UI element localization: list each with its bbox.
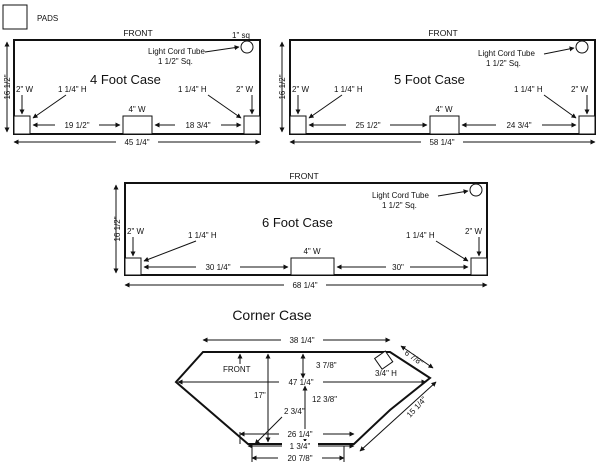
front-label: FRONT bbox=[428, 28, 457, 38]
bottom-2-bg bbox=[282, 441, 318, 451]
total-bg bbox=[116, 137, 158, 147]
pad-height-left-arrow bbox=[143, 240, 197, 262]
inset: 2 3/4" bbox=[284, 407, 305, 416]
span-left: 25 1/2" bbox=[355, 121, 380, 130]
span-right-bg bbox=[496, 120, 542, 130]
light-cord-tube bbox=[469, 183, 483, 197]
center-width: 4" W bbox=[128, 105, 146, 114]
tube-label-2: 1 1/2" Sq. bbox=[486, 59, 521, 68]
angle-top: 6 7/8" bbox=[403, 348, 425, 367]
angle-top-arrow bbox=[400, 345, 434, 369]
pad-height-left: 1 1/4" H bbox=[58, 85, 87, 94]
light-cord-tube bbox=[575, 40, 589, 54]
span-left: 30 1/4" bbox=[205, 263, 230, 272]
bottom-2: 1 3/4" bbox=[290, 442, 311, 451]
total-bg bbox=[421, 137, 463, 147]
case-title: 4 Foot Case bbox=[90, 72, 161, 87]
inset-arrow bbox=[254, 416, 283, 445]
mid-width: 47 1/4" bbox=[288, 378, 313, 387]
corner-case-title: Corner Case bbox=[232, 307, 312, 323]
total-length: 68 1/4" bbox=[292, 281, 317, 290]
pad-center bbox=[429, 115, 460, 135]
pad-right bbox=[243, 115, 261, 135]
tube-label-2: 1 1/2" Sq. bbox=[382, 201, 417, 210]
pad-height-right-arrow bbox=[435, 240, 469, 262]
center-depth: 12 3/8" bbox=[312, 395, 337, 404]
front-label: FRONT bbox=[123, 28, 152, 38]
left-depth: 17" bbox=[254, 391, 266, 400]
front-depth: 3 7/8" bbox=[316, 361, 337, 370]
pad-right bbox=[578, 115, 596, 135]
total-bg bbox=[284, 280, 326, 290]
pad-height-left-arrow bbox=[308, 94, 343, 119]
corner-pad bbox=[373, 350, 394, 370]
tube-label-1: Light Cord Tube bbox=[478, 49, 535, 58]
legend: PADS bbox=[2, 4, 58, 30]
pad-width-right: 2" W bbox=[571, 85, 589, 94]
span-left-bg bbox=[55, 120, 99, 130]
bottom-3: 20 7/8" bbox=[287, 454, 312, 463]
pad-height: 3/4" H bbox=[375, 369, 397, 378]
total-length: 58 1/4" bbox=[429, 138, 454, 147]
bottom-3-bg bbox=[278, 453, 322, 463]
tube-leader bbox=[204, 45, 240, 53]
front-label: FRONT bbox=[289, 171, 318, 181]
pad-height-left-arrow bbox=[32, 94, 67, 119]
center-width: 4" W bbox=[435, 105, 453, 114]
span-right: 24 3/4" bbox=[506, 121, 531, 130]
case-title: 6 Foot Case bbox=[262, 215, 333, 230]
depth-label: 16 1/2" bbox=[113, 216, 122, 241]
case-title: 5 Foot Case bbox=[394, 72, 465, 87]
bottom-1: 26 1/4" bbox=[287, 430, 312, 439]
bottom-1-bg bbox=[279, 429, 323, 439]
pad-center bbox=[122, 115, 153, 135]
case-5ft: FRONT Light Cord Tube 1 1/2" Sq. 5 Foot … bbox=[278, 28, 596, 147]
pad-width-left: 2" W bbox=[292, 85, 310, 94]
pad-left bbox=[124, 257, 142, 276]
tube-size-label: 1" sq bbox=[232, 31, 250, 40]
tube-leader bbox=[543, 46, 575, 55]
pad-height-right: 1 1/4" H bbox=[514, 85, 543, 94]
tube-leader bbox=[437, 189, 469, 197]
pad-height-right: 1 1/4" H bbox=[178, 85, 207, 94]
pad-height-left: 1 1/4" H bbox=[334, 85, 363, 94]
case-6ft: FRONT Light Cord Tube 1 1/2" Sq. 6 Foot … bbox=[113, 171, 488, 290]
light-cord-tube bbox=[240, 40, 254, 54]
pad-height-right-arrow bbox=[543, 94, 577, 119]
pads-label: PADS bbox=[37, 14, 58, 23]
pad-height-right: 1 1/4" H bbox=[406, 231, 435, 240]
span-left-bg bbox=[196, 262, 240, 272]
span-right: 30" bbox=[392, 263, 404, 272]
pad-left bbox=[289, 115, 307, 135]
tube-label-1: Light Cord Tube bbox=[148, 47, 205, 56]
tube-label-1: Light Cord Tube bbox=[372, 191, 429, 200]
total-length: 45 1/4" bbox=[124, 138, 149, 147]
case-4ft: FRONT 1" sq Light Cord Tube 1 1/2" Sq. 4… bbox=[3, 28, 261, 147]
tube-label-2: 1 1/2" Sq. bbox=[158, 57, 193, 66]
pad-width-left: 2" W bbox=[127, 227, 145, 236]
top-width-bg bbox=[281, 335, 323, 345]
center-width: 4" W bbox=[303, 247, 321, 256]
pad-width-left: 2" W bbox=[16, 85, 34, 94]
pad-right bbox=[470, 257, 488, 276]
span-left: 19 1/2" bbox=[64, 121, 89, 130]
pad-width-right: 2" W bbox=[465, 227, 483, 236]
pad-swatch bbox=[2, 4, 28, 30]
mid-width-bg bbox=[279, 377, 323, 387]
pad-width-right: 2" W bbox=[236, 85, 254, 94]
pad-left bbox=[13, 115, 31, 135]
pad-center bbox=[290, 257, 335, 276]
corner-case: Corner Case 38 1/4" FRONT 47 1/4" 3 7/8"… bbox=[174, 307, 437, 463]
pad-height-left: 1 1/4" H bbox=[188, 231, 217, 240]
span-right-bg bbox=[175, 120, 221, 130]
angle-side-arrow bbox=[359, 381, 437, 452]
span-left-bg bbox=[346, 120, 390, 130]
front-label: FRONT bbox=[223, 365, 251, 374]
top-width: 38 1/4" bbox=[289, 336, 314, 345]
span-right-bg bbox=[386, 262, 410, 272]
span-right: 18 3/4" bbox=[185, 121, 210, 130]
pad-height-right-arrow bbox=[207, 94, 242, 119]
